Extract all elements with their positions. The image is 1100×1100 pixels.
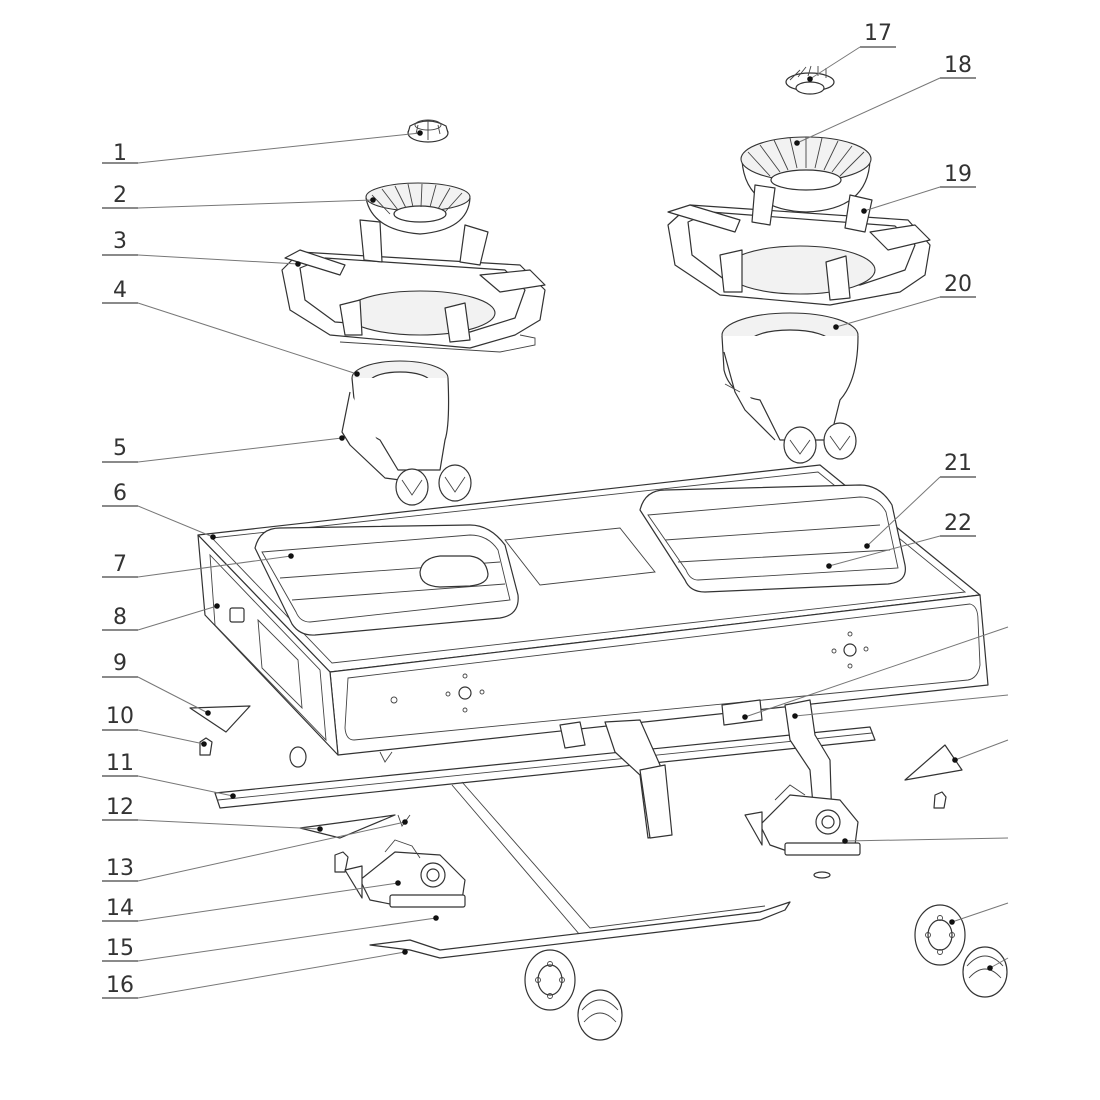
callout-12: 12 xyxy=(102,795,323,832)
burner-body-right xyxy=(721,312,859,464)
callout-number: 11 xyxy=(106,751,134,776)
callout-number: 17 xyxy=(864,21,892,46)
burner-head-left xyxy=(365,182,471,235)
callout-number: 15 xyxy=(106,936,134,961)
callout-number: 6 xyxy=(113,481,127,506)
callout-2: 2 xyxy=(102,183,376,209)
callout-20: 20 xyxy=(833,272,976,330)
callout-number: 3 xyxy=(113,229,127,254)
callout-6: 6 xyxy=(102,481,216,540)
callout-4: 4 xyxy=(102,278,360,377)
callout-22: 22 xyxy=(826,511,976,569)
callout-number: 20 xyxy=(944,272,972,297)
callout-number: 16 xyxy=(106,973,134,998)
callout-number: 19 xyxy=(944,162,972,187)
bottom-frame xyxy=(214,699,876,959)
callout-number: 7 xyxy=(113,552,127,577)
callout-1: 1 xyxy=(102,130,423,166)
callout-number: 4 xyxy=(113,278,127,303)
callout-number: 12 xyxy=(106,795,134,820)
callout-number: 22 xyxy=(944,511,972,536)
callout-number: 9 xyxy=(113,651,127,676)
callout-9: 9 xyxy=(102,651,211,716)
callout-number: 18 xyxy=(944,53,972,78)
callout-number: 8 xyxy=(113,605,127,630)
callout-number: 1 xyxy=(113,141,127,166)
callout-16: 16 xyxy=(102,949,408,999)
gas-valve-left xyxy=(344,839,466,908)
callout-8: 8 xyxy=(102,603,220,631)
callout-number: 10 xyxy=(106,704,134,729)
callout-5: 5 xyxy=(102,435,345,463)
callout-21: 21 xyxy=(864,451,976,549)
callout-number: 5 xyxy=(113,436,127,461)
stove-body xyxy=(197,464,989,768)
callout-number: 21 xyxy=(944,451,972,476)
callout-number: 13 xyxy=(106,856,134,881)
burner-body-left xyxy=(341,360,472,506)
callout-3: 3 xyxy=(102,229,301,267)
callout-10: 10 xyxy=(102,704,207,747)
unlabeled-leaders xyxy=(742,626,1009,971)
pan-support-right xyxy=(667,184,931,306)
callout-15: 15 xyxy=(102,915,439,962)
callout-7: 7 xyxy=(102,552,294,578)
callout-11: 11 xyxy=(102,751,236,799)
callout-13: 13 xyxy=(102,819,408,882)
callout-14: 14 xyxy=(102,880,401,922)
callout-number: 14 xyxy=(106,896,134,921)
callout-number: 2 xyxy=(113,183,127,208)
callout-19: 19 xyxy=(861,162,976,214)
pan-support-left xyxy=(281,219,546,353)
callout-18: 18 xyxy=(794,53,976,146)
burner-cap-small xyxy=(407,119,449,143)
corner-brackets xyxy=(189,705,963,873)
burner-cap-large xyxy=(785,65,835,95)
control-knobs xyxy=(524,904,1008,1041)
callout-17: 17 xyxy=(807,21,896,82)
gas-valve-right xyxy=(744,784,861,879)
